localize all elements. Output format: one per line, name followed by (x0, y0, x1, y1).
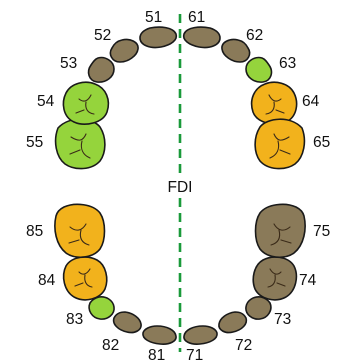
tooth-label-65: 65 (313, 134, 330, 151)
tooth-84-fissure (74, 268, 93, 288)
tooth-54-fissure (75, 94, 95, 115)
tooth-63-crown[interactable] (245, 56, 273, 83)
tooth-64-fissure (265, 94, 285, 115)
tooth-64[interactable] (250, 81, 298, 125)
tooth-84[interactable] (62, 256, 108, 301)
tooth-74[interactable] (252, 256, 298, 301)
tooth-54[interactable] (62, 81, 110, 125)
tooth-label-83: 83 (66, 311, 83, 328)
tooth-51[interactable] (139, 26, 178, 49)
tooth-label-63: 63 (279, 55, 296, 72)
tooth-81[interactable] (142, 325, 177, 345)
tooth-label-51: 51 (145, 9, 162, 26)
tooth-label-74: 74 (299, 272, 317, 289)
tooth-51-crown[interactable] (139, 26, 178, 49)
tooth-71-crown[interactable] (183, 325, 218, 345)
notation-label: FDI (168, 179, 193, 196)
tooth-75[interactable] (254, 203, 306, 258)
tooth-72[interactable] (218, 311, 248, 334)
tooth-62[interactable] (221, 38, 251, 63)
tooth-65-fissure (269, 133, 291, 159)
tooth-52-crown[interactable] (109, 38, 139, 63)
tooth-75-crown[interactable] (254, 203, 306, 258)
tooth-61[interactable] (182, 26, 221, 49)
tooth-82[interactable] (112, 311, 142, 334)
tooth-65[interactable] (254, 118, 306, 170)
tooth-55[interactable] (54, 118, 106, 170)
tooth-label-64: 64 (302, 93, 320, 110)
tooth-label-54: 54 (37, 93, 55, 110)
tooth-label-73: 73 (274, 311, 291, 328)
tooth-label-82: 82 (102, 337, 119, 354)
tooth-55-crown[interactable] (54, 118, 106, 170)
tooth-72-crown[interactable] (218, 311, 248, 334)
tooth-55-fissure (69, 133, 91, 159)
tooth-label-71: 71 (186, 347, 203, 363)
tooth-73[interactable] (245, 296, 272, 320)
tooth-label-84: 84 (38, 272, 56, 289)
tooth-71[interactable] (183, 325, 218, 345)
tooth-85-fissure (68, 223, 90, 246)
tooth-82-crown[interactable] (112, 311, 142, 334)
tooth-75-fissure (270, 223, 292, 246)
tooth-53[interactable] (87, 56, 115, 83)
tooth-label-81: 81 (148, 347, 165, 363)
tooth-85-crown[interactable] (54, 203, 106, 258)
tooth-label-85: 85 (26, 223, 43, 240)
tooth-81-crown[interactable] (142, 325, 177, 345)
tooth-74-fissure (267, 268, 286, 288)
tooth-label-52: 52 (94, 27, 111, 44)
tooth-61-crown[interactable] (182, 26, 221, 49)
tooth-65-crown[interactable] (254, 118, 306, 170)
tooth-83[interactable] (88, 296, 115, 320)
tooth-label-75: 75 (313, 223, 330, 240)
tooth-label-62: 62 (246, 27, 263, 44)
notation-label-background (160, 177, 200, 197)
tooth-53-crown[interactable] (87, 56, 115, 83)
tooth-label-72: 72 (235, 337, 252, 354)
tooth-85[interactable] (54, 203, 106, 258)
tooth-label-55: 55 (26, 134, 43, 151)
tooth-73-crown[interactable] (245, 296, 272, 320)
tooth-63[interactable] (245, 56, 273, 83)
tooth-83-crown[interactable] (88, 296, 115, 320)
tooth-label-53: 53 (60, 55, 77, 72)
tooth-52[interactable] (109, 38, 139, 63)
tooth-62-crown[interactable] (221, 38, 251, 63)
tooth-label-61: 61 (188, 9, 205, 26)
